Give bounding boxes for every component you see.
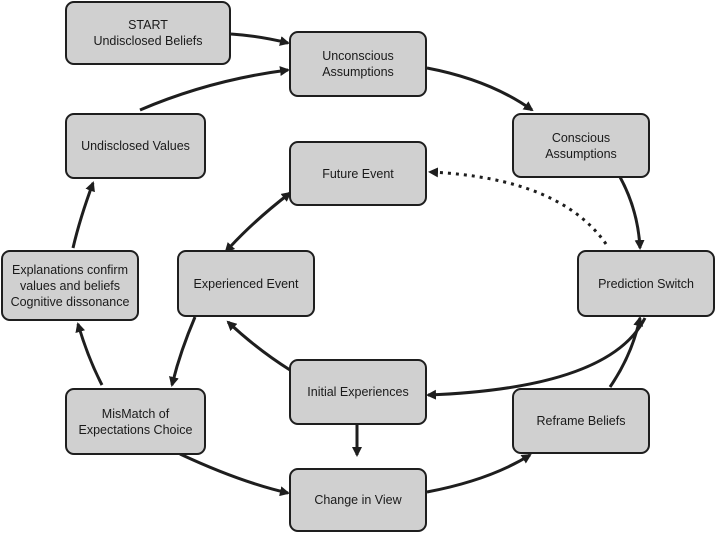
arrow-mismatch-to-explanations xyxy=(75,322,104,386)
arrow-prediction-to-initial xyxy=(426,317,647,400)
node-future-event-line-1: Future Event xyxy=(322,166,394,181)
node-change-in-view-line-1: Change in View xyxy=(314,493,402,507)
node-undisclosed-values-line-1: Undisclosed Values xyxy=(81,139,190,153)
node-prediction-switch-line-1: Prediction Switch xyxy=(598,276,694,291)
node-explanations-line-2: values and beliefs xyxy=(19,278,121,293)
arrow-unconscious-to-conscious xyxy=(426,66,534,112)
node-unconscious-assumptions: Unconscious Assumptions xyxy=(289,31,427,97)
node-start: START Undisclosed Beliefs xyxy=(65,1,231,65)
arrow-explanations-to-values xyxy=(71,181,95,249)
node-explanations-line-1: Explanations confirm xyxy=(11,262,129,277)
node-conscious-assumptions: Conscious Assumptions xyxy=(512,113,650,178)
arrow-reframe-to-prediction xyxy=(608,316,644,388)
node-unconscious-line-2: Assumptions xyxy=(322,65,394,79)
arrow-start-to-unconscious xyxy=(230,32,290,46)
node-start-line-2: Undisclosed Beliefs xyxy=(93,34,203,48)
node-explanations: Explanations confirm values and beliefs … xyxy=(1,250,139,321)
arrow-mismatch-to-change xyxy=(179,452,290,497)
node-change-in-view: Change in View xyxy=(289,468,427,532)
node-prediction-switch: Prediction Switch xyxy=(577,250,715,317)
arrow-prediction-to-future-dotted xyxy=(428,167,608,245)
node-experienced-event: Experienced Event xyxy=(177,250,315,317)
node-start-line-1: START xyxy=(128,18,168,32)
arrow-change-to-reframe xyxy=(426,453,532,494)
arrow-initial-to-experienced xyxy=(226,320,291,372)
node-initial-experiences: Initial Experiences xyxy=(289,359,427,425)
node-future-event: Future Event xyxy=(289,141,427,206)
arrow-experienced-future xyxy=(224,191,292,253)
node-conscious-line-1: Conscious xyxy=(551,130,611,145)
arrow-conscious-to-prediction xyxy=(618,176,645,250)
node-mismatch: MisMatch of Expectations Choice xyxy=(65,388,206,455)
node-explanations-line-3: Cognitive dissonance xyxy=(10,294,130,309)
arrow-values-to-unconscious xyxy=(139,66,290,112)
node-conscious-line-2: Assumptions xyxy=(545,146,617,161)
node-unconscious-line-1: Unconscious xyxy=(322,49,394,63)
node-mismatch-line-1: MisMatch of xyxy=(101,406,170,421)
node-mismatch-line-2: Expectations Choice xyxy=(78,422,193,437)
node-reframe-beliefs: Reframe Beliefs xyxy=(512,388,650,454)
node-reframe-beliefs-line-1: Reframe Beliefs xyxy=(536,414,626,428)
node-undisclosed-values: Undisclosed Values xyxy=(65,113,206,179)
node-initial-experiences-line-1: Initial Experiences xyxy=(307,385,409,399)
arrow-experienced-to-mismatch xyxy=(169,316,197,387)
node-experienced-event-line-1: Experienced Event xyxy=(193,276,299,291)
